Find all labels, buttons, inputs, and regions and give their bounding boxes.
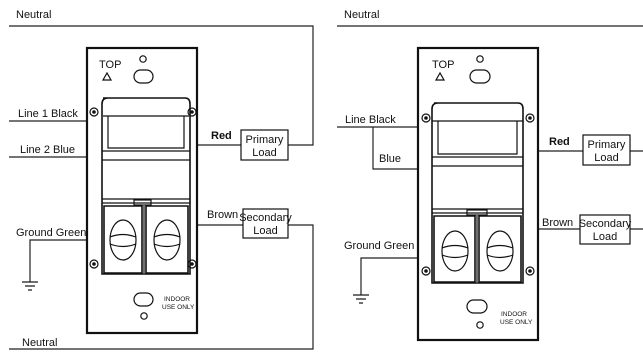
right-top-mount-slot <box>469 69 491 84</box>
left-rocker-button-1 <box>103 205 143 274</box>
right-line-label: Line Black <box>345 114 396 126</box>
left-ground-label: Ground Green <box>16 227 86 239</box>
right-blue-label: Blue <box>379 153 401 165</box>
left-screw-icons <box>89 107 197 269</box>
right-use-only-label: USE ONLY <box>500 319 533 326</box>
left-top-label: TOP <box>99 59 121 71</box>
right-bottom-mount-slot <box>466 299 488 314</box>
right-bottom-screw-hole-icon <box>476 321 484 329</box>
right-primary-load-box: Primary Load <box>582 134 631 166</box>
left-secondary-load-box: Secondary Load <box>239 208 292 239</box>
right-ground-label: Ground Green <box>344 240 414 252</box>
left-rocker-button-2 <box>145 205 189 274</box>
left-bottom-mount-slot <box>133 292 154 307</box>
left-brown-label: Brown <box>207 209 238 221</box>
right-rocker-button-1 <box>433 215 476 283</box>
right-sensor-device <box>431 102 524 284</box>
left-secondary-load-line1: Secondary <box>239 212 292 224</box>
right-primary-load-line2: Load <box>594 152 618 164</box>
right-secondary-load-box: Secondary Load <box>579 214 632 245</box>
left-sensor-device <box>101 97 191 275</box>
right-neutral-top-label: Neutral <box>344 9 379 21</box>
left-diagram: Neutral Neutral Line 1 Black Line 2 Blue… <box>9 9 314 350</box>
right-screw-icons <box>421 113 535 276</box>
left-secondary-load-line2: Load <box>253 225 277 237</box>
left-ground-icon <box>22 281 38 291</box>
right-secondary-load-line1: Secondary <box>579 218 632 230</box>
left-neutral-bottom-wire <box>9 224 314 350</box>
left-neutral-top-wire <box>9 25 314 146</box>
left-ground-wire <box>29 239 96 282</box>
left-top-screw-hole-icon <box>139 55 147 63</box>
right-blue-jumper-wire <box>372 127 432 170</box>
right-wall-plate: TOP INDOOR USE ONLY <box>416 46 540 342</box>
right-primary-load-line1: Primary <box>588 139 626 151</box>
left-neutral-bottom-label: Neutral <box>22 337 57 349</box>
right-top-label: TOP <box>432 59 454 71</box>
right-indoor-label: INDOOR <box>501 311 527 318</box>
left-bottom-screw-hole-icon <box>140 312 148 320</box>
left-top-mount-slot <box>133 69 154 84</box>
left-line2-label: Line 2 Blue <box>20 144 75 156</box>
right-ground-icon <box>353 294 369 304</box>
left-use-only-label: USE ONLY <box>162 304 195 311</box>
right-secondary-load-line2: Load <box>593 231 617 243</box>
left-primary-load-box: Primary Load <box>240 129 289 161</box>
left-indoor-label: INDOOR <box>164 296 190 303</box>
left-primary-load-line2: Load <box>252 147 276 159</box>
left-top-arrow-icon <box>101 71 113 81</box>
left-line1-label: Line 1 Black <box>18 108 78 120</box>
left-red-label: Red <box>211 130 232 142</box>
left-primary-load-line1: Primary <box>246 134 284 146</box>
right-rocker-button-2 <box>478 215 522 283</box>
right-ground-wire <box>360 257 426 295</box>
right-top-arrow-icon <box>434 71 446 81</box>
right-top-screw-hole-icon <box>476 55 484 63</box>
right-red-label: Red <box>549 136 570 148</box>
right-brown-label: Brown <box>542 217 573 229</box>
right-diagram: Neutral Line Black Blue Ground Green Red… <box>337 9 643 342</box>
left-neutral-top-label: Neutral <box>16 9 51 21</box>
left-wall-plate: TOP INDOOR USE ONLY <box>85 46 199 335</box>
